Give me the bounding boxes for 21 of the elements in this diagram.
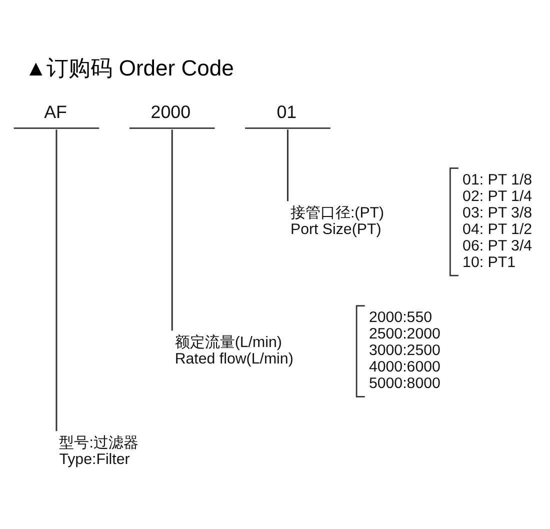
node-label: 03: PT 3/8 <box>462 204 532 222</box>
node-text: 接管口径:(PT) Port Size(PT) <box>290 204 384 238</box>
node-label: 01: PT 1/8 <box>462 171 532 188</box>
node-label: 5000:8000 <box>368 375 440 392</box>
node-label: 2000:550 <box>368 309 432 326</box>
node-label: 02: PT 1/4 <box>462 188 532 205</box>
connector <box>171 130 173 331</box>
connector <box>56 130 58 432</box>
node-label: 10: PT1 <box>462 254 516 271</box>
node-text: 额定流量(L/min) Rated flow(L/min) <box>174 334 294 368</box>
node-text: 型号:过滤器 Type:Filter <box>59 434 138 468</box>
node-label: 2500:2000 <box>368 326 440 343</box>
node-text: AF <box>44 102 67 122</box>
node-label: 3000:2500 <box>368 342 440 360</box>
node-text: 2000 <box>150 102 191 122</box>
connector <box>286 130 288 202</box>
node-text: 01 <box>276 102 297 122</box>
node-label: 04: PT 1/2 <box>462 220 532 238</box>
node-label: 06: PT 3/4 <box>462 237 532 254</box>
node-label: 4000:6000 <box>368 358 440 376</box>
diagram-title: ▲订购码 Order Code <box>24 56 234 81</box>
